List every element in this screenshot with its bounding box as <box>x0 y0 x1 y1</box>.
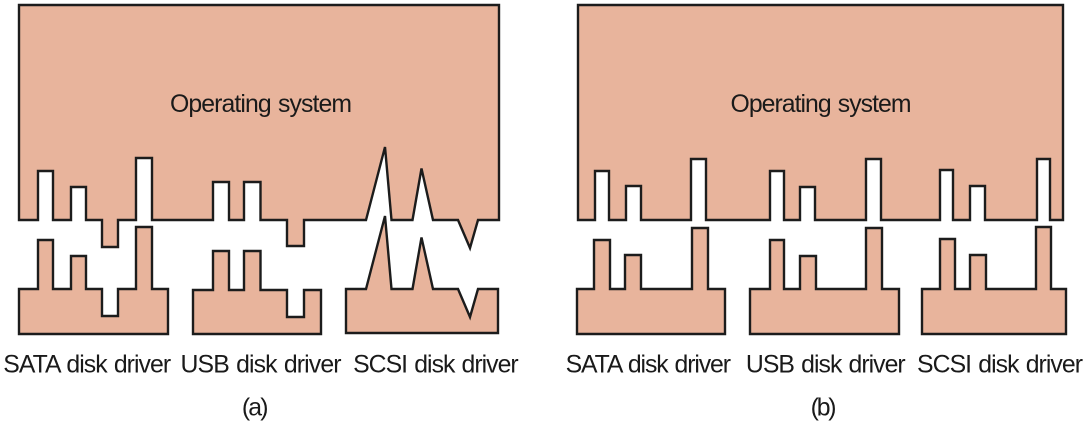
svg-text:USB disk driver: USB disk driver <box>181 352 342 379</box>
svg-text:Operating system: Operating system <box>731 91 912 118</box>
svg-text:SATA disk driver: SATA disk driver <box>3 352 171 379</box>
svg-text:SCSI disk driver: SCSI disk driver <box>353 352 519 379</box>
svg-text:SCSI disk driver: SCSI disk driver <box>917 352 1083 379</box>
svg-text:(a): (a) <box>242 395 269 422</box>
svg-text:Operating system: Operating system <box>170 91 352 118</box>
svg-text:SATA disk driver: SATA disk driver <box>566 352 731 379</box>
svg-text:USB disk driver: USB disk driver <box>746 352 906 379</box>
svg-text:(b): (b) <box>811 395 837 422</box>
